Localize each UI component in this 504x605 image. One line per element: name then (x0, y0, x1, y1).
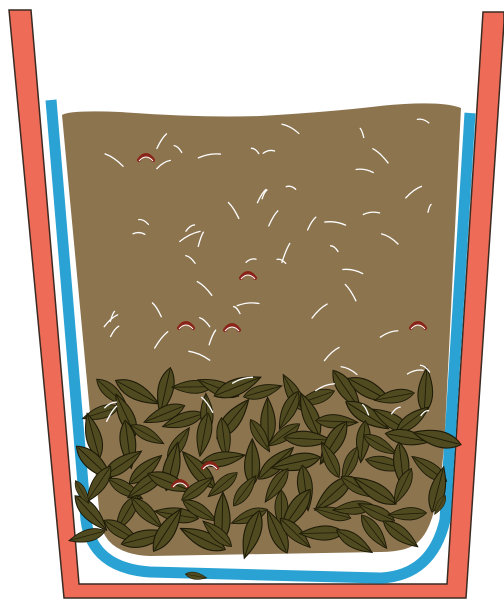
diagram-canvas (0, 0, 504, 605)
vermicompost-bin-diagram (0, 0, 504, 605)
